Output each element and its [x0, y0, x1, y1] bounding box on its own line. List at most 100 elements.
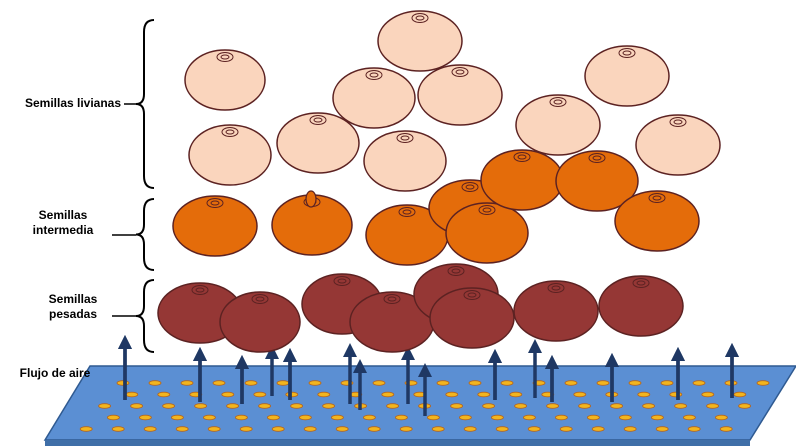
- plate-hole: [368, 427, 380, 432]
- label-airflow: Flujo de aire: [10, 366, 100, 381]
- plate-hole: [702, 392, 714, 397]
- plate-hole: [656, 427, 668, 432]
- plate-hole: [149, 381, 161, 386]
- heavy-seed: [220, 292, 300, 352]
- label-intermediate-seeds: Semillas intermedia: [18, 208, 108, 238]
- plate-hole: [432, 427, 444, 432]
- plate-hole: [267, 415, 279, 420]
- light-seed: [185, 50, 265, 110]
- label-heavy-line2: pesadas: [38, 307, 108, 322]
- plate-hole: [144, 427, 156, 432]
- plate-hole: [227, 404, 239, 409]
- plate-hole: [222, 392, 234, 397]
- intermediate-seed: [481, 150, 563, 210]
- label-heavy-line1: Semillas: [38, 292, 108, 307]
- plate-hole: [331, 415, 343, 420]
- plate-hole: [203, 415, 215, 420]
- plate-hole: [515, 404, 527, 409]
- plate-hole: [99, 404, 111, 409]
- plate-hole: [387, 404, 399, 409]
- plate-hole: [235, 415, 247, 420]
- plate-hole: [259, 404, 271, 409]
- plate-hole: [528, 427, 540, 432]
- plate-hole: [675, 404, 687, 409]
- plate-hole: [240, 427, 252, 432]
- plate-hole: [661, 381, 673, 386]
- light-seed: [277, 113, 359, 173]
- light-seed: [418, 65, 502, 125]
- plate-hole: [624, 427, 636, 432]
- plate-hole: [117, 381, 129, 386]
- label-intermediate-line2: intermedia: [18, 223, 108, 238]
- plate-hole: [286, 392, 298, 397]
- plate-hole: [597, 381, 609, 386]
- plate-hole: [464, 427, 476, 432]
- heavy-seed: [430, 288, 514, 348]
- intermediate-seed: [446, 203, 528, 263]
- light-seed: [333, 68, 415, 128]
- plate-hole: [323, 404, 335, 409]
- light-seed: [189, 125, 271, 185]
- plate-hole: [459, 415, 471, 420]
- plate-hole: [560, 427, 572, 432]
- light-seed: [378, 11, 462, 71]
- plate-hole: [304, 427, 316, 432]
- plate-hole: [427, 415, 439, 420]
- plate-hole: [683, 415, 695, 420]
- plate-hole: [478, 392, 490, 397]
- plate-hole: [272, 427, 284, 432]
- brace-light: [136, 20, 154, 188]
- plate-hole: [670, 392, 682, 397]
- plate-hole: [619, 415, 631, 420]
- plate-hole: [611, 404, 623, 409]
- plate-hole: [587, 415, 599, 420]
- plate-hole: [501, 381, 513, 386]
- plate-hole: [643, 404, 655, 409]
- brace-intermediate: [136, 199, 154, 270]
- plate-hole: [395, 415, 407, 420]
- perforated-plate: [45, 366, 796, 440]
- plate-hole: [757, 381, 769, 386]
- plate-hole: [163, 404, 175, 409]
- plate-hole: [373, 381, 385, 386]
- plate-hole: [651, 415, 663, 420]
- plate-hole: [363, 415, 375, 420]
- plate-hole: [171, 415, 183, 420]
- plate-hole: [451, 404, 463, 409]
- plate-hole: [245, 381, 257, 386]
- plate-hole: [107, 415, 119, 420]
- plate-hole: [446, 392, 458, 397]
- plate-hole: [158, 392, 170, 397]
- plate-hole: [629, 381, 641, 386]
- plate-edge: [45, 440, 750, 446]
- intermediate-seed: [615, 191, 699, 251]
- plate-hole: [195, 404, 207, 409]
- heavy-seed: [514, 281, 598, 341]
- light-seed: [585, 46, 669, 106]
- plate-hole: [547, 404, 559, 409]
- plate-hole: [80, 427, 92, 432]
- plate-hole: [208, 427, 220, 432]
- plate-hole: [336, 427, 348, 432]
- plate-hole: [139, 415, 151, 420]
- seed-sprout: [306, 191, 316, 207]
- plate-hole: [720, 427, 732, 432]
- label-heavy-seeds: Semillas pesadas: [38, 292, 108, 322]
- plate-hole: [291, 404, 303, 409]
- plate-hole: [277, 381, 289, 386]
- plate-hole: [181, 381, 193, 386]
- plate-hole: [510, 392, 522, 397]
- plate-hole: [254, 392, 266, 397]
- plate-hole: [496, 427, 508, 432]
- plate-hole: [382, 392, 394, 397]
- plate-hole: [318, 392, 330, 397]
- plate-hole: [131, 404, 143, 409]
- label-intermediate-line1: Semillas: [18, 208, 108, 223]
- plate-hole: [112, 427, 124, 432]
- plate-hole: [299, 415, 311, 420]
- plate-hole: [437, 381, 449, 386]
- plate-hole: [213, 381, 225, 386]
- light-seed: [516, 95, 600, 155]
- plate-hole: [638, 392, 650, 397]
- plate-hole: [469, 381, 481, 386]
